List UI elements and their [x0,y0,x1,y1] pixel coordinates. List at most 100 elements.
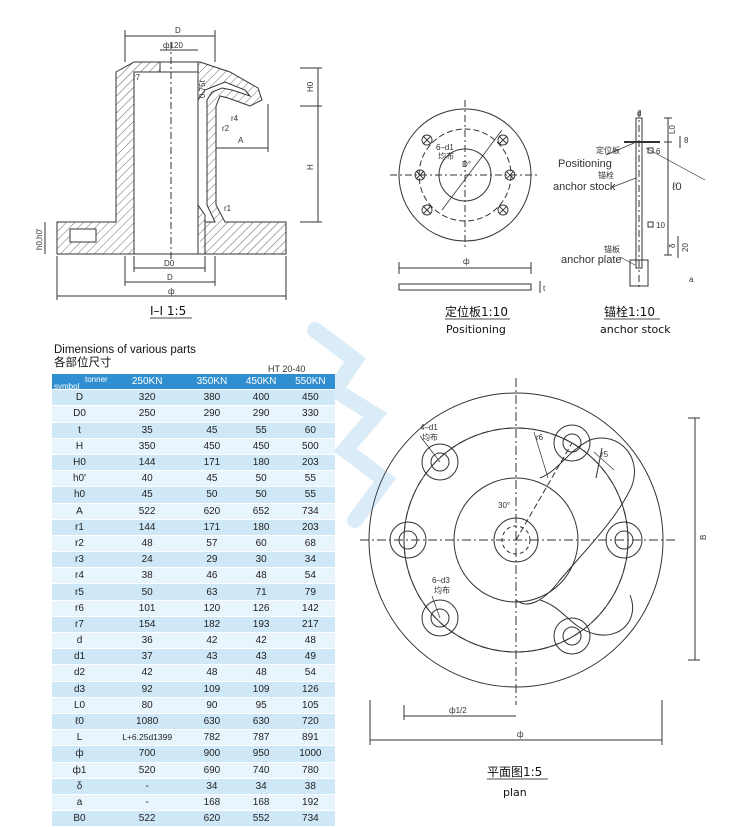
table-cell: 29 [187,551,237,569]
section-dim-d-bottom: D [167,273,173,282]
table-cell: 30 [236,551,286,569]
table-cell-symbol: h0' [52,470,107,488]
table-cell: 734 [285,503,335,520]
table-cell-symbol: d1 [52,648,107,666]
table-cell: 48 [236,664,286,682]
table-cell: 891 [285,729,335,747]
table-cell: - [107,794,188,812]
table-cell: 57 [187,535,237,553]
table-cell: 450 [285,389,335,407]
table-cell: 80 [107,697,188,714]
anchor-twenty: 20 [681,243,690,252]
table-cell: 126 [285,681,335,698]
table-cell: 180 [236,454,286,472]
table-cell-symbol: H0 [52,454,107,472]
table-cell: 35 [107,422,188,439]
section-dim-h0: h0,h0' [35,228,44,250]
table-cell: 203 [285,454,335,472]
table-cell: 168 [236,794,286,812]
anchor-l0: L0 [668,125,677,134]
table-cell: 40 [107,470,188,488]
table-cell: 620 [187,810,237,827]
plan-holes1: 4–d1 [420,423,438,432]
table-cell-symbol: h0 [52,486,107,504]
table-cell: 450 [187,438,237,455]
plan-r5: r5 [601,450,609,459]
table-cell: 68 [285,535,335,553]
table-cell: 48 [187,664,237,682]
table-cell: 787 [236,729,286,747]
table-cell-symbol: r2 [52,535,107,553]
plan-phi: ф [517,730,524,739]
plan-caption-en: plan [503,786,527,799]
table-cell: 154 [107,616,188,634]
table-corner-cell: tonner symbol [52,374,108,391]
positioning-holes: 6–d1 [436,143,454,152]
table-cell: 37 [107,648,188,666]
table-cell: 42 [187,632,237,650]
anchor-eight: 8 [684,136,689,145]
table-col-header: 450KN [236,374,286,391]
table-cell: 630 [236,713,286,731]
anchor-delta: δ [668,243,677,248]
table-cell: 400 [236,389,286,407]
table-cell: 54 [285,567,335,585]
table-cell-symbol: r7 [52,616,107,634]
table-cell: 79 [285,583,335,601]
table-cell: 42 [236,632,286,650]
table-cell: 171 [187,519,237,536]
table-cell: 92 [107,681,188,698]
anchor-stock-cn: 锚栓 [598,170,614,180]
section-dim-h0-big: H0 [306,81,315,92]
table-cell-symbol: t [52,422,107,439]
anchor-d: d [637,109,641,118]
table-cell: 740 [236,762,286,779]
table-cell: 36 [107,632,188,650]
table-cell: 330 [285,405,335,423]
table-cell: 109 [236,681,286,698]
table-cell-symbol: H [52,438,107,455]
table-cell: 522 [107,810,188,827]
table-cell: 46 [187,567,237,585]
table-cell: 552 [236,810,286,827]
table-cell-symbol: r3 [52,551,107,569]
plan-r6: r6 [536,433,544,442]
table-cell-symbol: D0 [52,405,107,423]
section-dim-d0: D0 [164,259,175,268]
anchor-plate-en: anchor plate [561,254,622,266]
table-cell: 63 [187,583,237,601]
table-col-header: 250KN [107,374,188,391]
positioning-holes-note: 均布 [438,151,454,161]
table-cell: 142 [285,600,335,617]
table-cell-symbol: L0 [52,697,107,714]
table-cell-symbol: A [52,503,107,520]
table-cell: 54 [285,664,335,682]
table-cell-symbol: r5 [52,583,107,601]
table-cell: 250 [107,405,188,423]
table-cell-symbol: L [52,729,107,747]
section-view [44,30,322,300]
table-cell: 620 [187,503,237,520]
table-cell: 350 [107,438,188,455]
table-cell: 60 [285,422,335,439]
table-cell: 55 [236,422,286,439]
anchor-pos-cn: 定位板 [596,145,620,155]
table-cell: 144 [107,519,188,536]
table-cell: 105 [285,697,335,714]
